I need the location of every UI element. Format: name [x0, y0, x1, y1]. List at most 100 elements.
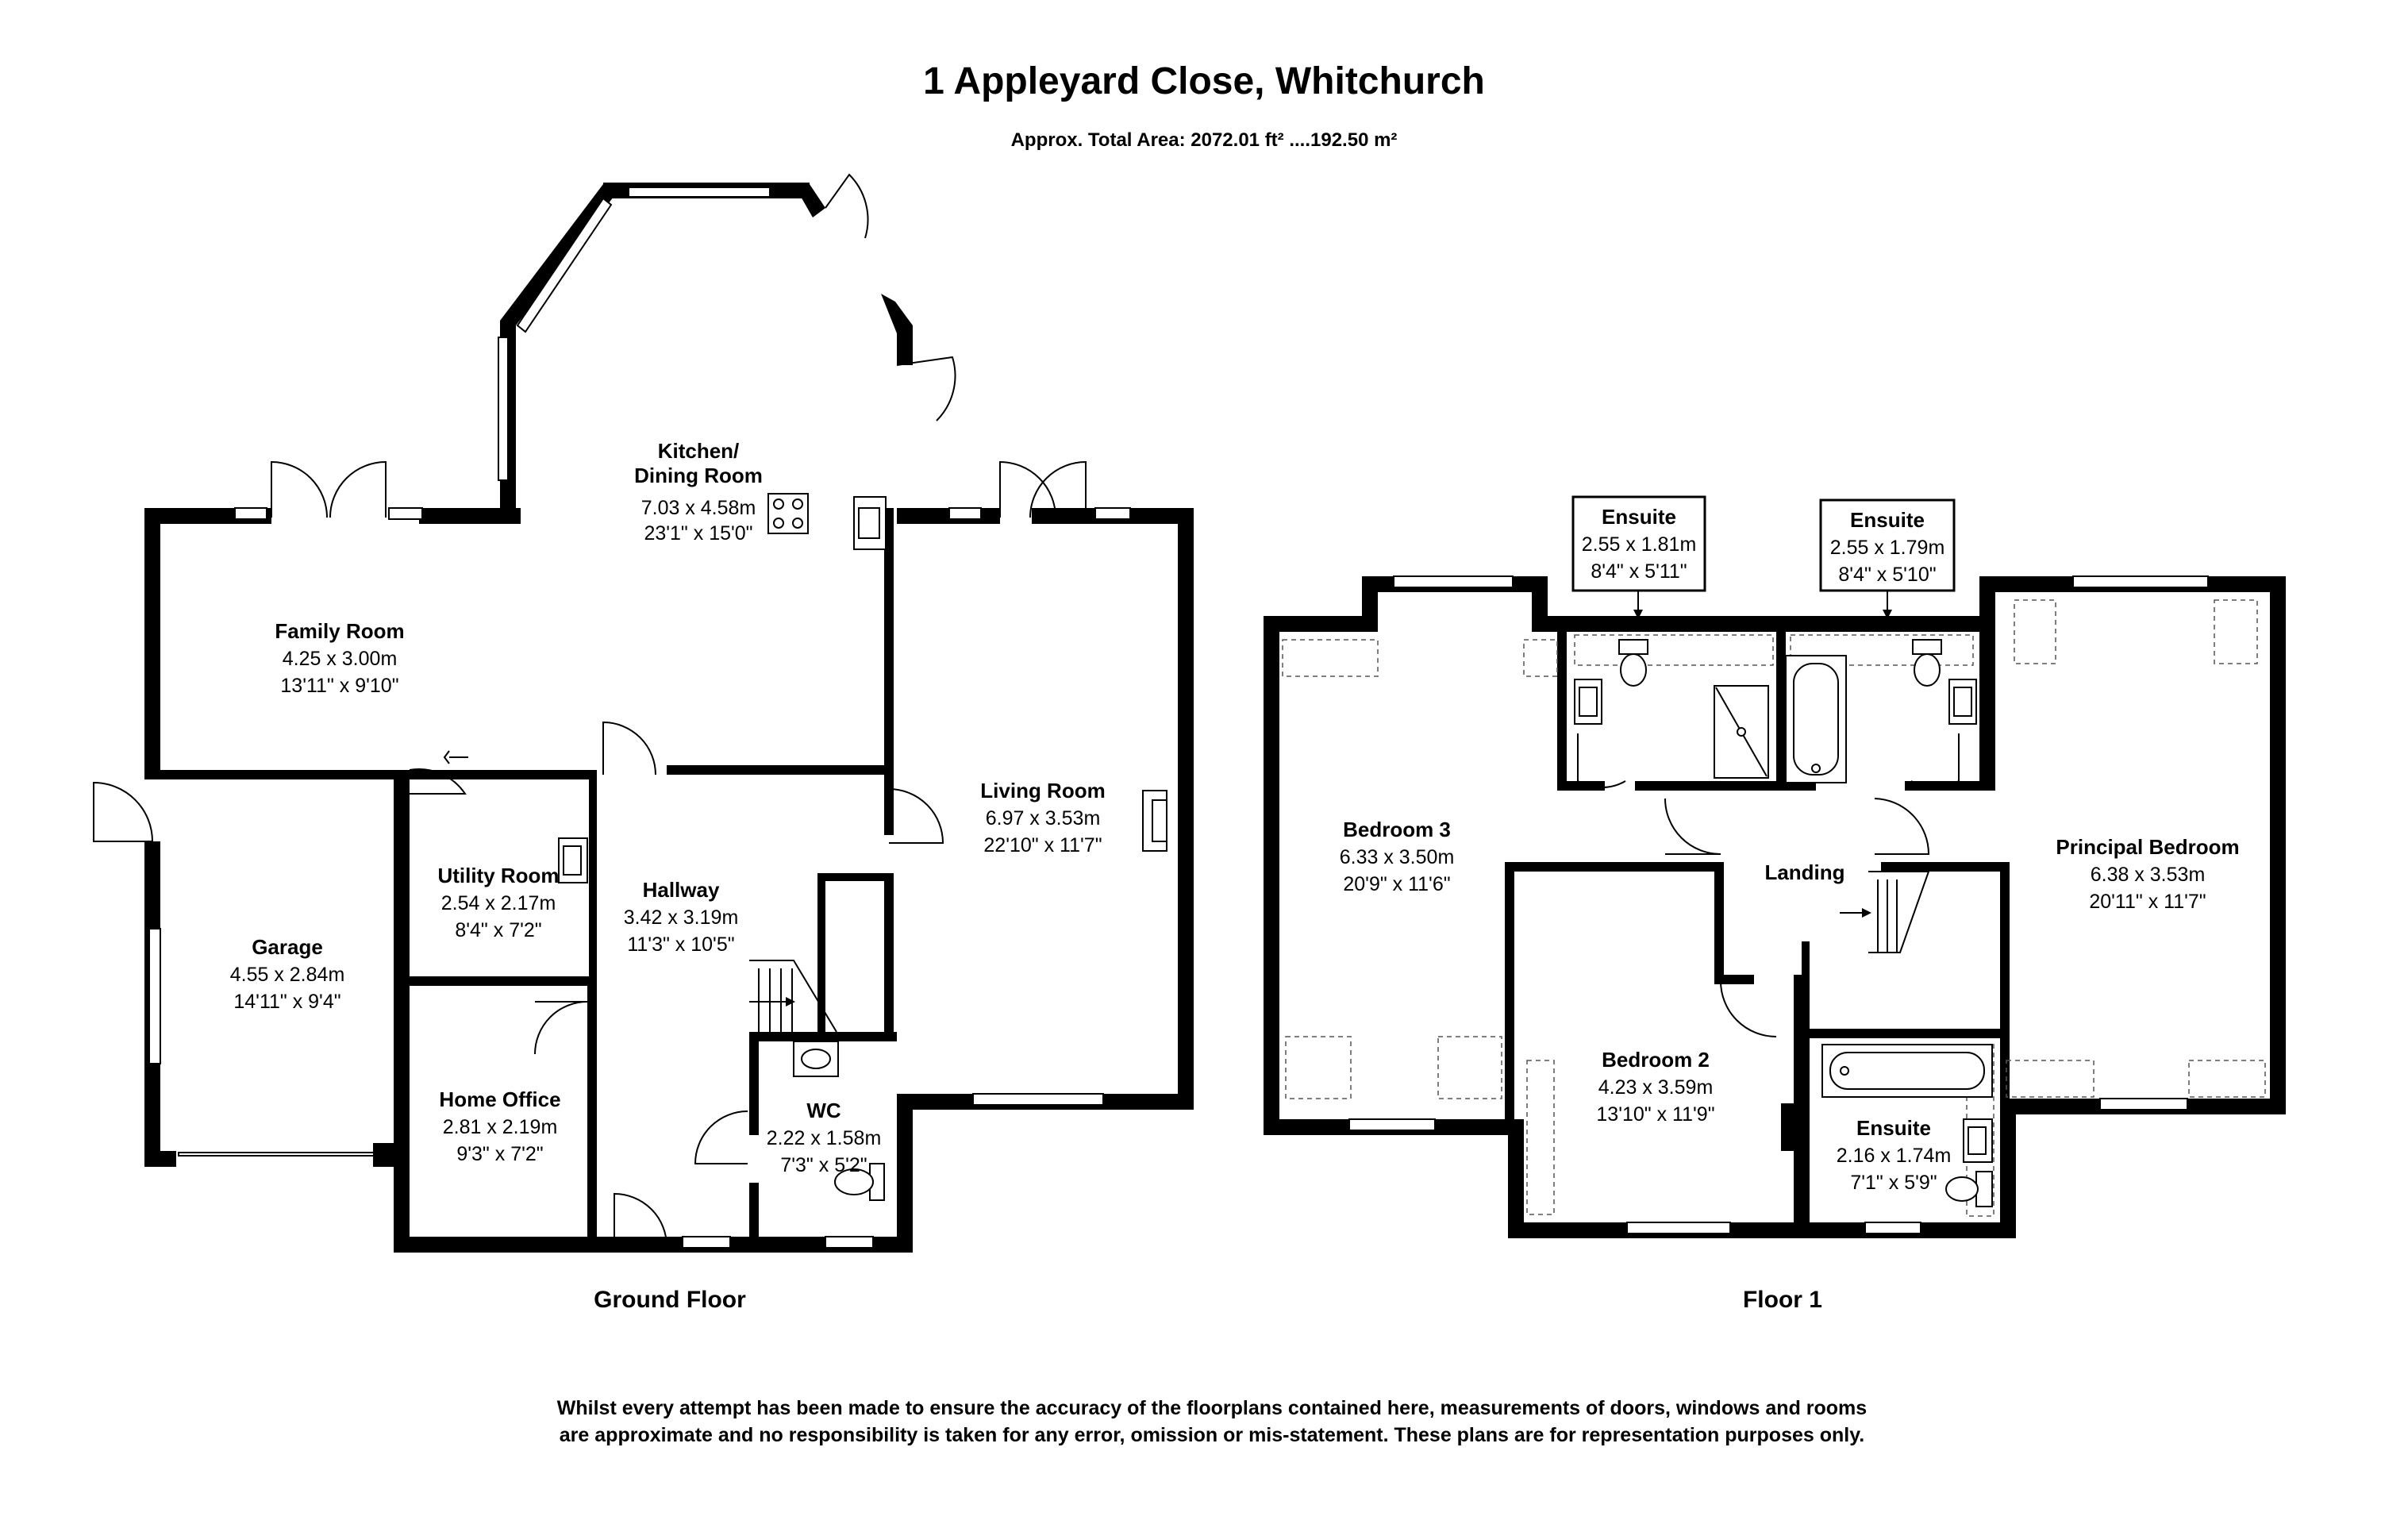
wall: [1264, 616, 1371, 632]
ensuite-2-name: Ensuite: [1850, 508, 1925, 532]
door-swing: [602, 721, 656, 776]
wall: [1557, 632, 1567, 789]
living-room-imperial: 22'10" x 11'7": [983, 834, 1102, 856]
living-room-metric: 6.97 x 3.53m: [986, 807, 1101, 829]
skylight: [1790, 634, 1974, 666]
window: [682, 1236, 731, 1249]
door-swing: [888, 788, 944, 844]
wall: [2000, 862, 2010, 1100]
wall: [2270, 576, 2286, 1113]
wall: [884, 881, 894, 1040]
toilet-icon: [1945, 1171, 1993, 1207]
family-room-name: Family Room: [275, 619, 404, 643]
door-swing: [1874, 798, 1930, 855]
fireplace-icon: [1142, 790, 1167, 852]
wall: [667, 765, 892, 775]
skylight: [1574, 634, 1774, 666]
window: [972, 1093, 1104, 1106]
wall: [1508, 1119, 1524, 1238]
door-swing: [1029, 460, 1087, 518]
floor-1-label: Floor 1: [1743, 1287, 1822, 1313]
window: [1348, 1118, 1436, 1131]
wall: [1776, 632, 1786, 789]
bedroom-2-imperial: 13'10" x 11'9": [1596, 1103, 1714, 1126]
window: [2072, 575, 2209, 588]
toilet-icon: [834, 1163, 885, 1201]
window: [1393, 575, 1514, 588]
total-area: Approx. Total Area: 2072.01 ft² ....192.…: [1011, 129, 1398, 151]
toilet-icon: [1912, 639, 1942, 687]
window: [234, 507, 267, 520]
staircase: [1840, 871, 1930, 953]
wall: [500, 468, 516, 524]
wall: [817, 873, 825, 1040]
garage-name: Garage: [252, 935, 323, 959]
door-swing: [329, 460, 387, 518]
ensuite-2-imperial: 8'4" x 5'10": [1838, 564, 1936, 586]
wall: [1979, 632, 1995, 789]
wall: [1802, 941, 1810, 1222]
door-swing: [1720, 980, 1777, 1037]
staircase: [749, 960, 837, 1033]
wc-name: WC: [806, 1099, 841, 1122]
shower-icon: [1714, 685, 1769, 779]
door-swing: [1577, 733, 1626, 789]
wall: [419, 508, 521, 524]
bath-icon: [1785, 655, 1847, 783]
bedroom-2-metric: 4.23 x 3.59m: [1598, 1076, 1714, 1099]
principal-bedroom-imperial: 20'11" x 11'7": [2089, 891, 2206, 913]
landing-name: Landing: [1764, 860, 1844, 884]
wall: [373, 1143, 397, 1167]
wall: [1505, 862, 1514, 1135]
hallway-metric: 3.42 x 3.19m: [624, 906, 739, 929]
garage-door: [178, 1152, 376, 1157]
bedroom-3-imperial: 20'9" x 11'6": [1343, 873, 1450, 895]
kitchen-metric: 7.03 x 4.58m: [641, 497, 756, 519]
bath-icon: [1821, 1044, 1993, 1098]
skylight: [1523, 639, 1558, 677]
window: [2099, 1098, 2188, 1110]
wall: [794, 184, 825, 217]
window: [948, 507, 982, 520]
wc-imperial: 7'3" x 5'2": [780, 1154, 867, 1176]
hob-icon: [767, 493, 809, 534]
wall: [897, 341, 913, 361]
wall: [897, 1094, 913, 1253]
window: [148, 928, 161, 1064]
hallway-name: Hallway: [643, 878, 720, 902]
wall: [410, 976, 597, 986]
callout-pointer: [1633, 610, 1643, 619]
wall: [817, 873, 894, 881]
ensuite-3-imperial: 7'1" x 5'9": [1850, 1172, 1937, 1194]
window: [1864, 1222, 1921, 1234]
wall: [1714, 862, 1724, 981]
living-room-name: Living Room: [980, 779, 1105, 802]
ground-floor-plan: [93, 173, 1194, 1253]
wall: [1505, 862, 1722, 872]
door-swing: [694, 1110, 748, 1164]
wall: [749, 1183, 759, 1253]
wall: [749, 1032, 759, 1135]
utility-room-imperial: 8'4" x 7'2": [455, 919, 541, 941]
wall: [1781, 1103, 1802, 1151]
window: [1626, 1222, 1731, 1234]
callout-pointer: [1883, 610, 1892, 619]
home-office-name: Home Office: [439, 1087, 560, 1111]
window: [498, 337, 509, 481]
utility-room-metric: 2.54 x 2.17m: [441, 892, 556, 914]
wall: [394, 1237, 913, 1253]
wall: [587, 984, 597, 1253]
kitchen-imperial: 23'1" x 15'0": [644, 522, 752, 545]
bedroom-3-name: Bedroom 3: [1343, 818, 1451, 841]
principal-bedroom-metric: 6.38 x 3.53m: [2091, 864, 2206, 886]
kitchen-name-2: Dining Room: [634, 464, 763, 487]
home-office-metric: 2.81 x 2.19m: [443, 1116, 558, 1138]
wall: [2000, 1099, 2016, 1238]
skylight: [2188, 1060, 2266, 1098]
sink-icon: [1574, 679, 1602, 725]
door-swing: [1664, 798, 1721, 855]
wall: [144, 508, 160, 776]
skylight: [2214, 599, 2258, 664]
door-swing: [614, 1192, 667, 1247]
kitchen-name: Kitchen/: [658, 439, 740, 463]
